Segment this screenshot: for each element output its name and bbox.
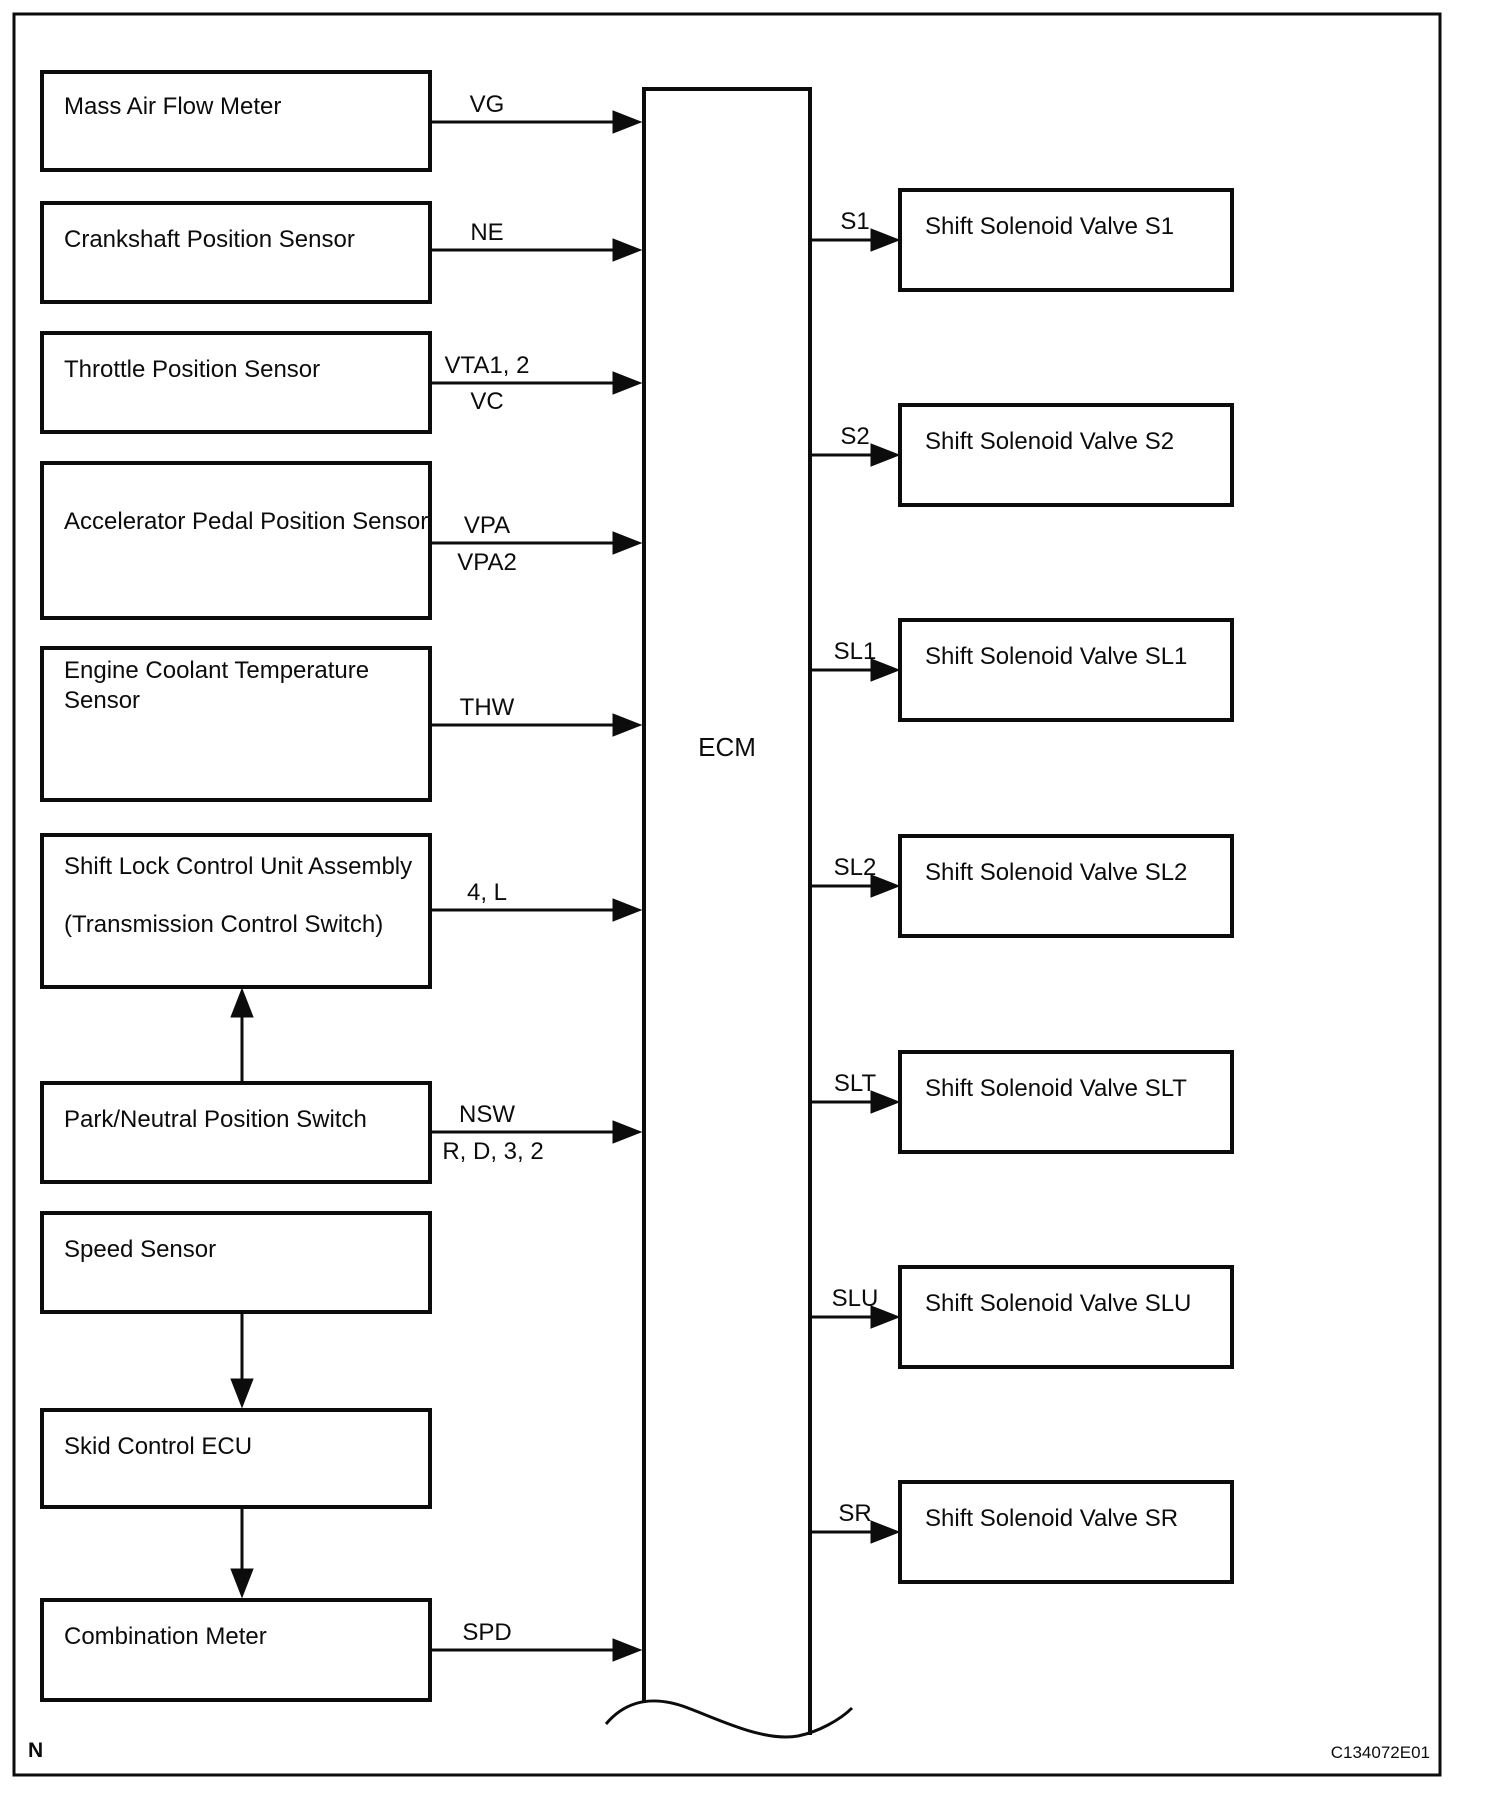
output-shift-solenoid-valve-slt: SLT Shift Solenoid Valve SLT xyxy=(812,1050,1234,1154)
input-label: Crankshaft Position Sensor xyxy=(64,226,355,253)
signal-label-4l: 4, L xyxy=(467,879,507,906)
input-skid-control-ecu: Skid Control ECU xyxy=(40,1408,432,1509)
input-throttle-position-sensor: Throttle Position Sensor VTA1, 2 VC xyxy=(40,331,643,434)
input-label: Combination Meter xyxy=(64,1623,267,1650)
signal-label-sl2: SL2 xyxy=(834,854,877,881)
output-shift-solenoid-valve-sr: SR Shift Solenoid Valve SR xyxy=(812,1480,1234,1584)
output-shift-solenoid-valve-slu: SLU Shift Solenoid Valve SLU xyxy=(812,1265,1234,1369)
input-box xyxy=(40,1598,432,1702)
signal-label-s2: S2 xyxy=(840,423,869,450)
output-shift-solenoid-valve-sl1: SL1 Shift Solenoid Valve SL1 xyxy=(812,618,1234,722)
ecm-box xyxy=(642,87,812,1735)
output-label: Shift Solenoid Valve SLU xyxy=(925,1290,1191,1317)
diagram-border xyxy=(12,12,1442,1777)
signal-label-vg: VG xyxy=(470,91,505,118)
input-label: Mass Air Flow Meter xyxy=(64,93,281,120)
output-box xyxy=(898,188,1234,292)
ecm-label: ECM xyxy=(698,732,756,762)
output-shift-solenoid-valve-s2: S2 Shift Solenoid Valve S2 xyxy=(812,403,1234,507)
output-shift-solenoid-valve-sl2: SL2 Shift Solenoid Valve SL2 xyxy=(812,834,1234,938)
output-box xyxy=(898,1480,1234,1584)
input-label: Accelerator Pedal Position Sensor xyxy=(64,508,428,535)
signal-label-vpa: VPA xyxy=(464,512,510,539)
input-label-line2: Sensor xyxy=(64,687,140,714)
input-label: Skid Control ECU xyxy=(64,1433,252,1460)
input-label-line1: Engine Coolant Temperature xyxy=(64,657,369,684)
signal-label-rd32: R, D, 3, 2 xyxy=(442,1138,543,1165)
input-crankshaft-position-sensor: Crankshaft Position Sensor NE xyxy=(40,201,643,304)
output-label: Shift Solenoid Valve SLT xyxy=(925,1075,1187,1102)
input-box xyxy=(40,1211,432,1314)
input-box xyxy=(40,331,432,434)
signal-label-nsw: NSW xyxy=(459,1101,515,1128)
ecm-break-wave xyxy=(604,1699,854,1739)
signal-label-vta: VTA1, 2 xyxy=(445,352,530,379)
signal-label-s1: S1 xyxy=(840,208,869,235)
output-label: Shift Solenoid Valve SL1 xyxy=(925,643,1187,670)
input-mass-air-flow-meter: Mass Air Flow Meter VG xyxy=(40,70,643,172)
ecm: ECM xyxy=(604,87,854,1739)
input-box xyxy=(40,201,432,304)
input-box xyxy=(40,646,432,802)
output-label: Shift Solenoid Valve SR xyxy=(925,1505,1178,1532)
input-accelerator-pedal-position-sensor: Accelerator Pedal Position Sensor VPA VP… xyxy=(40,461,643,620)
input-park-neutral-position-switch: Park/Neutral Position Switch NSW R, D, 3… xyxy=(40,1081,643,1184)
input-label: Throttle Position Sensor xyxy=(64,356,320,383)
signal-label-sr: SR xyxy=(838,1500,871,1527)
output-label: Shift Solenoid Valve S2 xyxy=(925,428,1174,455)
signal-label-vpa2: VPA2 xyxy=(457,549,517,576)
output-box xyxy=(898,1265,1234,1369)
signal-label-slt: SLT xyxy=(834,1070,877,1097)
input-engine-coolant-temperature-sensor: Engine Coolant Temperature Sensor THW xyxy=(40,646,643,802)
page-marker: N xyxy=(28,1739,43,1762)
signal-label-sl1: SL1 xyxy=(834,638,877,665)
output-label: Shift Solenoid Valve SL2 xyxy=(925,859,1187,886)
signal-label-spd: SPD xyxy=(462,1619,511,1646)
input-label: Speed Sensor xyxy=(64,1236,216,1263)
output-box xyxy=(898,403,1234,507)
figure-code: C134072E01 xyxy=(1331,1743,1430,1762)
signal-label-slu: SLU xyxy=(832,1285,879,1312)
input-shift-lock-control-unit-assembly: Shift Lock Control Unit Assembly (Transm… xyxy=(40,833,643,989)
input-box xyxy=(40,1408,432,1509)
input-box xyxy=(40,1081,432,1184)
output-box xyxy=(898,834,1234,938)
input-label-line2: (Transmission Control Switch) xyxy=(64,911,383,938)
output-box xyxy=(898,1050,1234,1154)
input-box xyxy=(40,461,432,620)
output-shift-solenoid-valve-s1: S1 Shift Solenoid Valve S1 xyxy=(812,188,1234,292)
input-label: Park/Neutral Position Switch xyxy=(64,1106,367,1133)
input-combination-meter: Combination Meter SPD xyxy=(40,1598,643,1702)
signal-label-thw: THW xyxy=(460,694,515,721)
input-speed-sensor: Speed Sensor xyxy=(40,1211,432,1314)
input-label-line1: Shift Lock Control Unit Assembly xyxy=(64,853,412,880)
signal-label-ne: NE xyxy=(470,219,503,246)
signal-label-vc: VC xyxy=(470,388,503,415)
output-label: Shift Solenoid Valve S1 xyxy=(925,213,1174,240)
output-box xyxy=(898,618,1234,722)
input-box xyxy=(40,833,432,989)
input-box xyxy=(40,70,432,172)
